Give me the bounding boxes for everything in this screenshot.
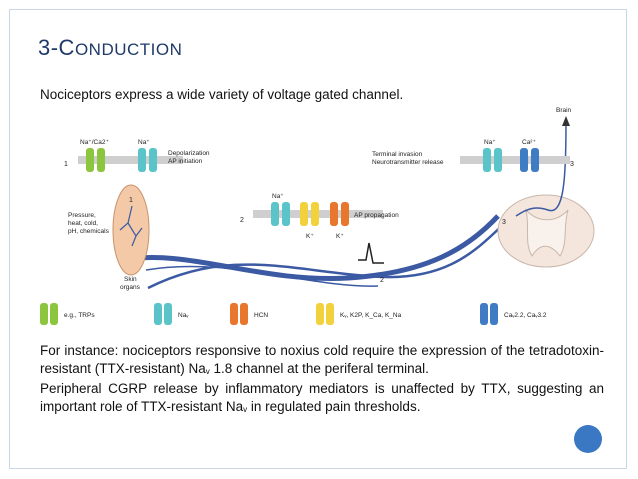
label-ap-initiation: AP initiation <box>168 158 203 165</box>
label-num1-mid: 1 <box>129 197 133 204</box>
legend: e.g., TRPs Naᵥ HCN Kᵥ, K2P, K_Ca, K_Na C <box>40 303 547 325</box>
label-k-left: K⁺ <box>306 233 314 240</box>
label-num3-cord: 3 <box>502 219 506 226</box>
legend-label-cav: Caᵥ2.2, Caᵥ3.2 <box>504 312 547 319</box>
legend-label-kv: Kᵥ, K2P, K_Ca, K_Na <box>340 312 402 319</box>
spinal-cord <box>497 194 595 268</box>
legend-label-hcn: HCN <box>254 312 268 319</box>
slide-number-dot <box>574 425 602 453</box>
label-na-mid: Na⁺ <box>272 193 284 200</box>
title-rest: ONDUCTION <box>74 40 183 59</box>
label-k-right: K⁺ <box>336 233 344 240</box>
paragraph2-sub: v <box>243 404 248 414</box>
legend-item-cav: Caᵥ2.2, Caᵥ3.2 <box>480 303 547 325</box>
label-ap-propagation: AP propagation <box>354 212 399 219</box>
label-num2-left: 2 <box>240 217 244 224</box>
skin-organ <box>112 184 150 276</box>
nociceptor-diagram: Na⁺/Ca2⁺ Na⁺ 1 1 Depolarization AP initi… <box>40 107 595 325</box>
membrane-peripheral <box>78 156 183 164</box>
nerve-fiber-main <box>122 214 500 281</box>
paragraph1-part-b: 1.8 channel at the periferal terminal. <box>209 360 429 376</box>
label-num2-bottom: 2 <box>380 277 384 284</box>
channel-cav-terminal <box>520 148 539 172</box>
legend-item-hcn: HCN <box>230 303 268 325</box>
title-lead: 3-C <box>38 35 75 60</box>
intro-text: Nociceptors express a wide variety of vo… <box>40 87 404 102</box>
label-num3-right: 3 <box>570 161 574 168</box>
label-na-ca2: Na⁺/Ca2⁺ <box>80 139 109 146</box>
label-skin: Skin <box>124 276 137 283</box>
label-terminal-invasion: Terminal invasion <box>372 151 423 158</box>
paragraph1-sub: v <box>205 366 210 376</box>
channel-nav-peripheral <box>138 148 157 172</box>
label-neurotransmitter-release: Neurotransmitter release <box>372 159 444 166</box>
label-num1-left: 1 <box>64 161 68 168</box>
action-potential-trace <box>358 242 384 264</box>
channel-nav-terminal <box>483 148 502 172</box>
channel-trp <box>86 148 105 172</box>
paragraph1-part-a: For instance: nociceptors responsive to … <box>40 343 604 376</box>
legend-label-trp: e.g., TRPs <box>64 312 95 319</box>
brain-arrow <box>562 116 570 126</box>
legend-item-kv: Kᵥ, K2P, K_Ca, K_Na <box>316 303 402 325</box>
legend-item-nav: Naᵥ <box>154 303 189 325</box>
legend-item-trp: e.g., TRPs <box>40 303 95 325</box>
channel-kv-axon <box>300 202 319 226</box>
label-ca-right: Ca²⁺ <box>522 139 536 146</box>
slide-title: 3-CONDUCTION <box>38 35 182 61</box>
paragraph2-part-b: in regulated pain thresholds. <box>247 398 421 414</box>
body-text: For instance: nociceptors responsive to … <box>40 342 604 418</box>
label-ph-chemicals: pH, chemicals <box>68 228 110 235</box>
label-pressure: Pressure, <box>68 212 96 219</box>
free-nerve-ending <box>119 205 143 247</box>
label-heat-cold: heat, cold, <box>68 220 98 227</box>
channel-hcn-axon <box>330 202 349 226</box>
paragraph-cgrp: Peripheral CGRP release by inflammatory … <box>40 380 604 418</box>
label-brain: Brain <box>556 107 572 114</box>
label-organs: organs <box>120 284 141 291</box>
label-na-left: Na⁺ <box>138 139 150 146</box>
membrane-terminal <box>460 156 570 164</box>
slide-frame <box>9 9 627 469</box>
paragraph2-part-a: Peripheral CGRP release by inflammatory … <box>40 381 604 414</box>
label-na-right: Na⁺ <box>484 139 496 146</box>
legend-label-nav: Naᵥ <box>178 312 189 319</box>
channel-nav-axon <box>271 202 290 226</box>
label-depolarization: Depolarization <box>168 150 210 157</box>
paragraph-cold: For instance: nociceptors responsive to … <box>40 342 604 380</box>
nerve-fiber-thin <box>145 265 379 287</box>
